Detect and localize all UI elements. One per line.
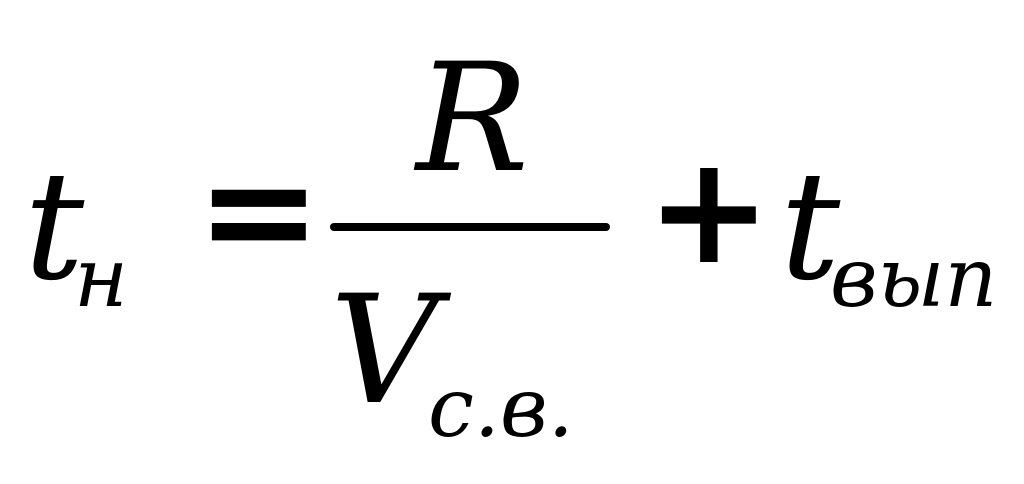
- numerator: R: [416, 32, 529, 206]
- denominator-subscript: с.в.: [428, 361, 574, 456]
- fraction-bar: [330, 223, 610, 231]
- equals-sign: =: [196, 124, 322, 298]
- rhs-symbol: t: [780, 140, 841, 314]
- lhs-subscript: н: [74, 231, 129, 326]
- rhs-subscript: вып: [830, 231, 998, 326]
- plus-sign: +: [646, 124, 772, 298]
- denominator-symbol: V: [330, 264, 439, 438]
- lhs-symbol: t: [24, 140, 85, 314]
